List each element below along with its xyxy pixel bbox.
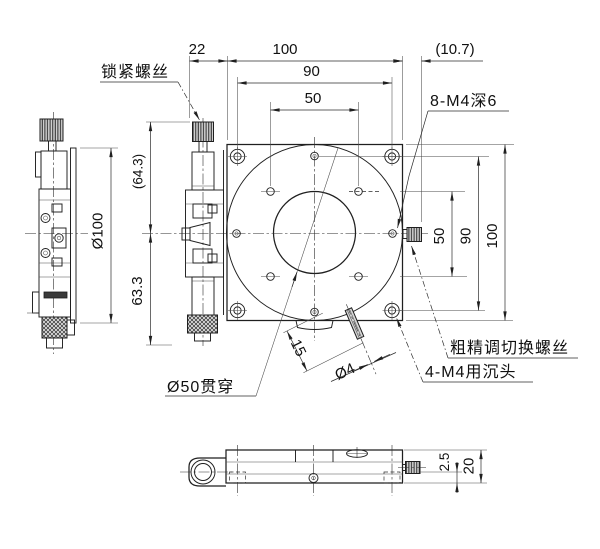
callout-labels: 锁紧螺丝 8-M4深6 粗精调切换螺丝 4-M4用沉头 Ø50贯穿 (100, 63, 578, 397)
micrometer-actuator-front (181, 118, 224, 346)
dim-100-top: 100 (272, 41, 297, 58)
dim-2-5: 2.5 (437, 453, 452, 472)
thimble-cap (194, 332, 211, 342)
dim-50-right: 50 (431, 228, 448, 245)
pin-axis-centerline (346, 304, 377, 375)
hidden-counterbore-left (229, 471, 246, 484)
label-coarse-fine-switch: 粗精调切换螺丝 (450, 339, 569, 357)
dim-22: 22 (189, 41, 206, 58)
tapped-holes-8-m4 (232, 151, 397, 317)
dim-phi4: Ø4 (332, 360, 357, 384)
dim-63-3: 63.3 (129, 276, 146, 305)
side-center-block (51, 227, 67, 249)
plate-edge-strip (70, 147, 77, 324)
dark-band (43, 291, 68, 299)
label-lock-screw: 锁紧螺丝 (101, 63, 169, 81)
dimensions-top: 22 100 (10.7) 90 50 (189, 41, 483, 222)
counterbore-holes (228, 147, 402, 320)
left-side-view (25, 112, 88, 354)
label-phi50-through: Ø50贯穿 (167, 378, 234, 396)
micrometer-thimble (187, 314, 218, 334)
pin-phi4 (344, 304, 377, 375)
thimble-side (41, 316, 68, 339)
lock-screw-head (192, 121, 214, 142)
base-bar (225, 449, 404, 484)
dimension-phi4: Ø4 (330, 352, 397, 384)
pivot-tip (181, 227, 191, 241)
dim-64-3: (64.3) (131, 154, 146, 189)
coarse-fine-knob (402, 227, 422, 242)
dim-90-right: 90 (458, 228, 475, 245)
dim-dia100: Ø100 (90, 213, 107, 250)
dimensions-right: 50 90 100 (319, 144, 514, 321)
label-4-m4-countersink: 4-M4用沉头 (425, 363, 516, 381)
dimensions-left: (64.3) 63.3 Ø100 (80, 121, 190, 346)
bottom-view (180, 445, 426, 496)
hidden-counterbore-right (383, 471, 401, 484)
pivot-cone (189, 221, 211, 247)
bottom-tab (295, 320, 334, 330)
dimensions-bottom: 2.5 20 (404, 449, 487, 493)
dim-10-7: (10.7) (435, 41, 474, 58)
dim-90-top: 90 (303, 63, 320, 80)
dim-50-top: 50 (305, 90, 322, 107)
dim-20: 20 (461, 458, 478, 475)
dim-100-right: 100 (484, 223, 501, 248)
front-view (142, 137, 428, 375)
lock-screw-head-side (39, 118, 64, 142)
dim-15: 15 (287, 337, 310, 359)
dimension-15: 15 (283, 312, 364, 374)
label-8-m4-holes: 8-M4深6 (430, 92, 497, 110)
